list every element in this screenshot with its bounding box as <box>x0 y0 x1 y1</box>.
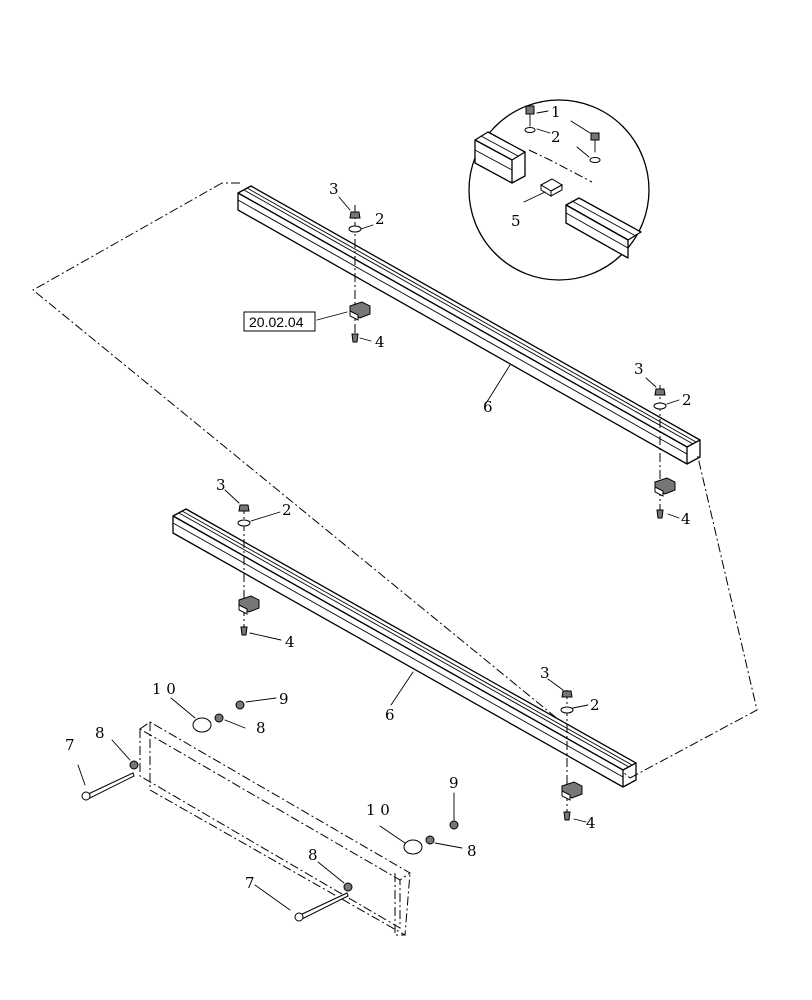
callout-2: 2 <box>590 696 600 714</box>
callout-3: 3 <box>540 664 550 682</box>
lower-rail <box>172 508 637 788</box>
fastener-stack-upper-left <box>348 211 371 343</box>
callout-8: 8 <box>95 724 105 742</box>
bolt-right <box>294 892 349 922</box>
fastener-stack-upper-right <box>653 388 676 519</box>
callout-2: 2 <box>551 128 561 146</box>
callout-7: 7 <box>65 736 75 754</box>
reflector-disc-right <box>403 839 423 855</box>
callout-3: 3 <box>634 360 644 378</box>
leader-line <box>316 196 680 519</box>
callout-4: 4 <box>285 633 295 651</box>
callout-9: 9 <box>449 774 459 792</box>
assembly-outline <box>32 182 758 779</box>
reference-box-label: 20.02.04 <box>249 314 304 330</box>
callout-9: 9 <box>279 690 289 708</box>
callout-2: 2 <box>375 210 385 228</box>
callout-8: 8 <box>256 719 266 737</box>
detail-circle <box>468 99 650 281</box>
callout-10: 1 0 <box>152 680 176 698</box>
callout-8: 8 <box>308 846 318 864</box>
callout-5: 5 <box>511 212 521 230</box>
nut-right-b <box>449 820 459 830</box>
reference-box[interactable]: 20.02.04 <box>243 311 316 332</box>
washer-right <box>343 882 353 892</box>
callout-3: 3 <box>329 180 339 198</box>
bolt-left <box>81 772 135 801</box>
callout-10: 1 0 <box>366 801 390 819</box>
callout-4: 4 <box>375 333 385 351</box>
callout-2: 2 <box>282 501 292 519</box>
fastener-stack-lower-right <box>560 690 583 821</box>
callout-3: 3 <box>216 476 226 494</box>
nut-right <box>425 835 435 845</box>
callout-6: 6 <box>385 706 395 724</box>
reflector-disc-left <box>192 717 212 733</box>
mounting-block <box>139 721 411 936</box>
leader-line <box>77 697 463 911</box>
nut-left-b <box>235 700 245 710</box>
upper-rail <box>237 185 701 465</box>
callout-1: 1 <box>551 103 561 121</box>
leader-line <box>224 489 589 823</box>
callout-4: 4 <box>586 814 596 832</box>
callout-8: 8 <box>467 842 477 860</box>
callout-2: 2 <box>682 391 692 409</box>
nut-left <box>214 713 224 723</box>
washer-left <box>129 760 139 770</box>
fastener-stack-lower-left <box>237 504 260 636</box>
callout-7: 7 <box>245 874 255 892</box>
callout-4: 4 <box>681 510 691 528</box>
callout-6: 6 <box>483 398 493 416</box>
